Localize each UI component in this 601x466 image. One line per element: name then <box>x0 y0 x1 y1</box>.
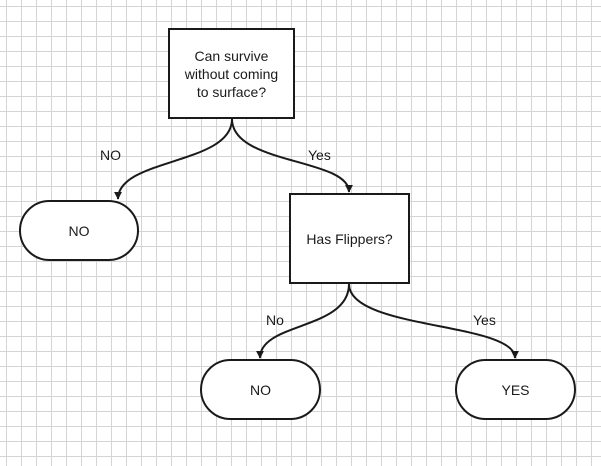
edge-label-q1-q2: Yes <box>308 147 331 163</box>
node-no1-label: NO <box>68 222 90 239</box>
node-q1-line-1: Can survive <box>194 47 269 64</box>
node-q1: Can survive without coming to surface? <box>168 28 295 119</box>
node-no2-label: NO <box>250 381 271 398</box>
node-q1-line-2: without coming <box>184 65 279 82</box>
edge-label-q2-yes: Yes <box>473 312 496 328</box>
edge-label-q1-no1: NO <box>100 147 121 163</box>
node-yes: YES <box>455 359 576 420</box>
edge-q2-no2-connector <box>256 283 350 359</box>
edge-q2-yes-connector <box>348 283 519 359</box>
node-no1: NO <box>19 200 139 261</box>
edge-label-q2-no2: No <box>266 312 284 328</box>
node-q2: Has Flippers? <box>289 193 410 284</box>
edge-q1-q2-connector <box>231 118 353 193</box>
node-yes-label: YES <box>501 381 530 398</box>
node-no2: NO <box>200 359 321 420</box>
edge-q1-no1-connector <box>114 118 233 200</box>
node-q1-line-3: to surface? <box>196 83 267 100</box>
node-q2-label: Has Flippers? <box>306 230 393 247</box>
